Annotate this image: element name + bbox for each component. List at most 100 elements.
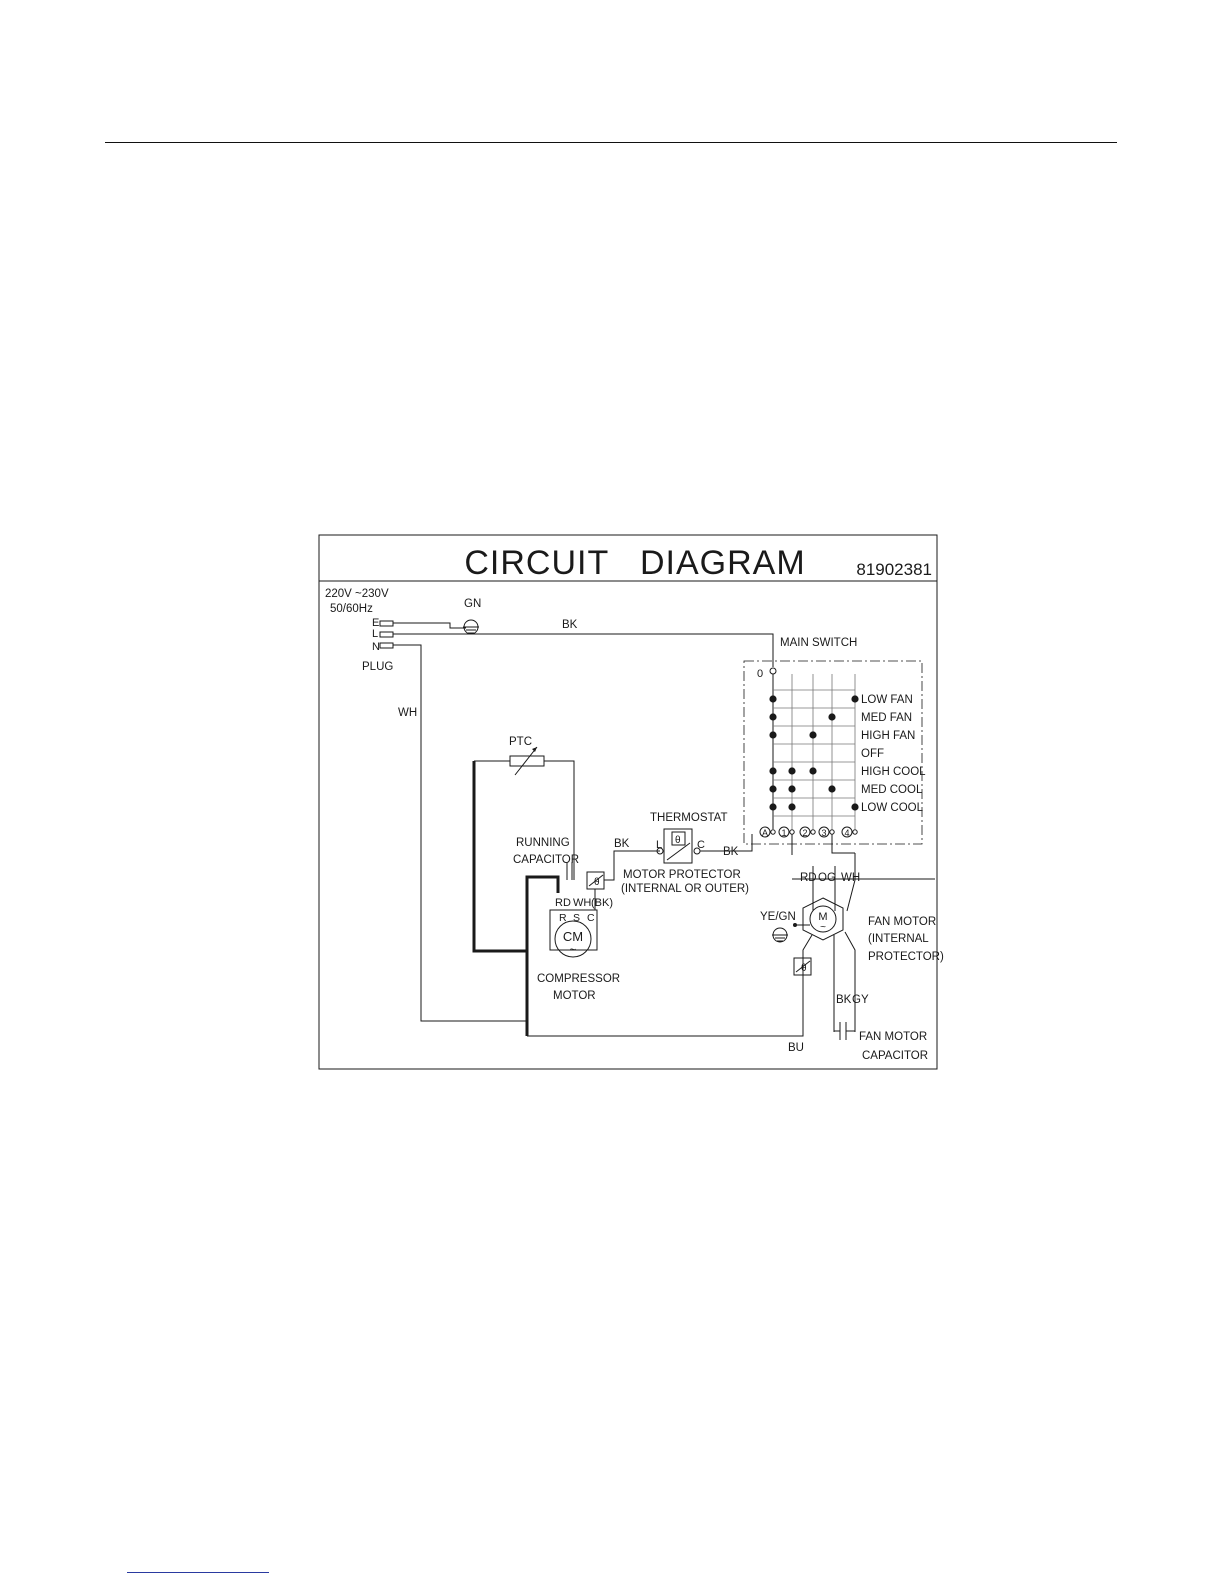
compressor-pin-r: R — [559, 912, 567, 924]
compressor-wire-bk: (BK) — [591, 897, 613, 909]
compressor-box — [549, 909, 598, 951]
compressor-ac-icon: ~ — [570, 944, 576, 956]
switch-contact-dot — [788, 803, 796, 811]
compressor-pin-c: C — [587, 912, 595, 924]
ground-label: GN — [464, 598, 481, 610]
switch-terminal-label: 1 — [781, 828, 786, 838]
switch-position-label: MED FAN — [861, 712, 912, 724]
switch-contact-dots — [769, 695, 859, 811]
supply-frequency: 50/60Hz — [330, 603, 373, 615]
fan-ground-label: YE/GN — [760, 911, 796, 923]
wire-bu: BU — [788, 1042, 804, 1054]
switch-terminal — [778, 826, 790, 838]
diagram-frame — [318, 534, 938, 1070]
running-capacitor-label-2: CAPACITOR — [513, 854, 579, 866]
fan-ground-icon — [772, 927, 788, 943]
fan-capacitor-icon — [833, 1005, 856, 1040]
switch-contact-dot — [769, 785, 777, 793]
switch-terminal — [799, 826, 811, 838]
switch-terminal-pin — [852, 829, 858, 835]
switch-contact-dot — [769, 713, 777, 721]
switch-contact-dot — [769, 731, 777, 739]
thermostat-label: THERMOSTAT — [650, 812, 728, 824]
switch-terminal — [818, 826, 830, 838]
main-switch-box — [743, 660, 923, 845]
header-rule — [105, 142, 1117, 143]
plug-label: PLUG — [362, 661, 393, 673]
switch-contact-dot — [788, 785, 796, 793]
compressor-symbol — [554, 920, 592, 958]
ptc-resistor — [509, 755, 545, 767]
part-number: 81902381 — [856, 560, 932, 579]
thermostat-pin-c: C — [697, 839, 705, 851]
fan-motor-label-1: FAN MOTOR — [868, 916, 936, 928]
switch-terminal-pin — [829, 829, 835, 835]
fan-wire-wh: WH — [841, 872, 860, 884]
fan-wire-rd: RD — [800, 872, 817, 884]
compressor-label-1: COMPRESSOR — [537, 973, 620, 985]
switch-contact-dot — [769, 767, 777, 775]
compressor-symbol-letters: CM — [563, 929, 583, 944]
switch-terminal-pin — [810, 829, 816, 835]
switch-terminal-label: 2 — [802, 828, 807, 838]
switch-position-label: HIGH COOL — [861, 766, 926, 778]
switch-terminal-label: 4 — [844, 828, 849, 838]
plug-icon — [379, 620, 394, 649]
fan-capacitor-label-2: CAPACITOR — [862, 1050, 928, 1062]
fan-motor-symbol-letter: M — [818, 911, 827, 923]
switch-contact-dot — [769, 695, 777, 703]
fan-motor-label-2: (INTERNAL — [868, 933, 929, 945]
fan-protector-box — [793, 957, 812, 976]
switch-contact-dot — [828, 785, 836, 793]
switch-contact-dot — [809, 731, 817, 739]
switch-grid — [772, 674, 856, 829]
thermostat-box — [663, 828, 693, 864]
switch-position-label: HIGH FAN — [861, 730, 915, 742]
fan-motor-label-3: PROTECTOR) — [868, 951, 944, 963]
plug-pin-n: N — [372, 641, 380, 653]
switch-position-label: MED COOL — [861, 784, 923, 796]
running-capacitor-icon — [566, 862, 573, 880]
supply-voltage: 220V ~230V — [325, 588, 389, 600]
switch-contact-dot — [769, 803, 777, 811]
switch-position-label: LOW FAN — [861, 694, 913, 706]
compressor-wire-rd: RD — [555, 897, 571, 909]
fan-wire-gy: GY — [852, 994, 869, 1006]
fan-protector-symbol: θ — [801, 963, 807, 974]
fan-motor-symbol — [802, 897, 844, 941]
ptc-label: PTC — [509, 736, 532, 748]
fan-motor-ac-icon: ~ — [820, 922, 826, 933]
compressor-wire-wh: WH — [573, 897, 591, 909]
switch-position-label: LOW COOL — [861, 802, 924, 814]
compressor-pin-s: S — [573, 912, 580, 924]
wire-wh: WH — [398, 707, 417, 719]
switch-contact-dot — [851, 695, 859, 703]
thermostat-symbol: θ — [675, 835, 681, 846]
motor-protector-label-2: (INTERNAL OR OUTER) — [621, 883, 749, 895]
motor-protector-label-1: MOTOR PROTECTOR — [623, 869, 741, 881]
switch-terminal-pin — [789, 829, 795, 835]
switch-contact-dot — [809, 767, 817, 775]
plug-pin-e: E — [372, 617, 379, 629]
fan-wire-og: OG — [818, 872, 836, 884]
switch-terminals: A 1 2 3 4 — [759, 826, 858, 838]
switch-terminal-label: 3 — [821, 828, 826, 838]
plug-pin-l: L — [372, 628, 378, 640]
switch-terminal — [841, 826, 853, 838]
thermostat-pin-l: L — [656, 839, 662, 851]
switch-terminal-pin — [770, 829, 776, 835]
ground-icon — [463, 619, 479, 635]
switch-contact-dot — [788, 767, 796, 775]
switch-position-labels: LOW FAN MED FAN HIGH FAN OFF HIGH COOL MED CO… — [861, 694, 926, 814]
fan-capacitor-label-1: FAN MOTOR — [859, 1031, 927, 1043]
switch-terminal — [759, 826, 771, 838]
switch-position-label: OFF — [861, 748, 884, 760]
diagram-title: CIRCUIT DIAGRAM — [464, 544, 805, 582]
main-switch-zero: 0 — [757, 668, 763, 680]
thermostat-wire-right: BK — [723, 846, 739, 858]
switch-terminal-label: A — [762, 828, 768, 838]
motor-protector-symbol: θ — [594, 877, 600, 888]
compressor-label-2: MOTOR — [553, 990, 596, 1002]
fan-wire-bk: BK — [836, 994, 852, 1006]
